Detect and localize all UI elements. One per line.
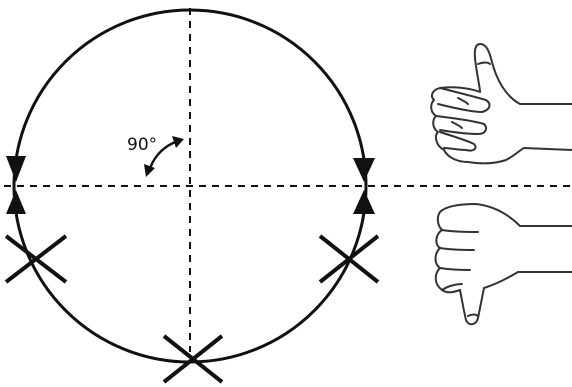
arrowhead-icon [6, 190, 26, 214]
thumbs-down-hand-icon [436, 204, 572, 324]
arrowhead-icon [353, 158, 375, 182]
angle-label: 90° [127, 135, 157, 155]
x-mark-icon [6, 236, 66, 282]
arrowhead-icon [6, 156, 26, 182]
x-mark-icon [320, 236, 378, 282]
thumbs-up-hand-icon [431, 44, 572, 163]
arrowhead-icon [353, 190, 375, 214]
